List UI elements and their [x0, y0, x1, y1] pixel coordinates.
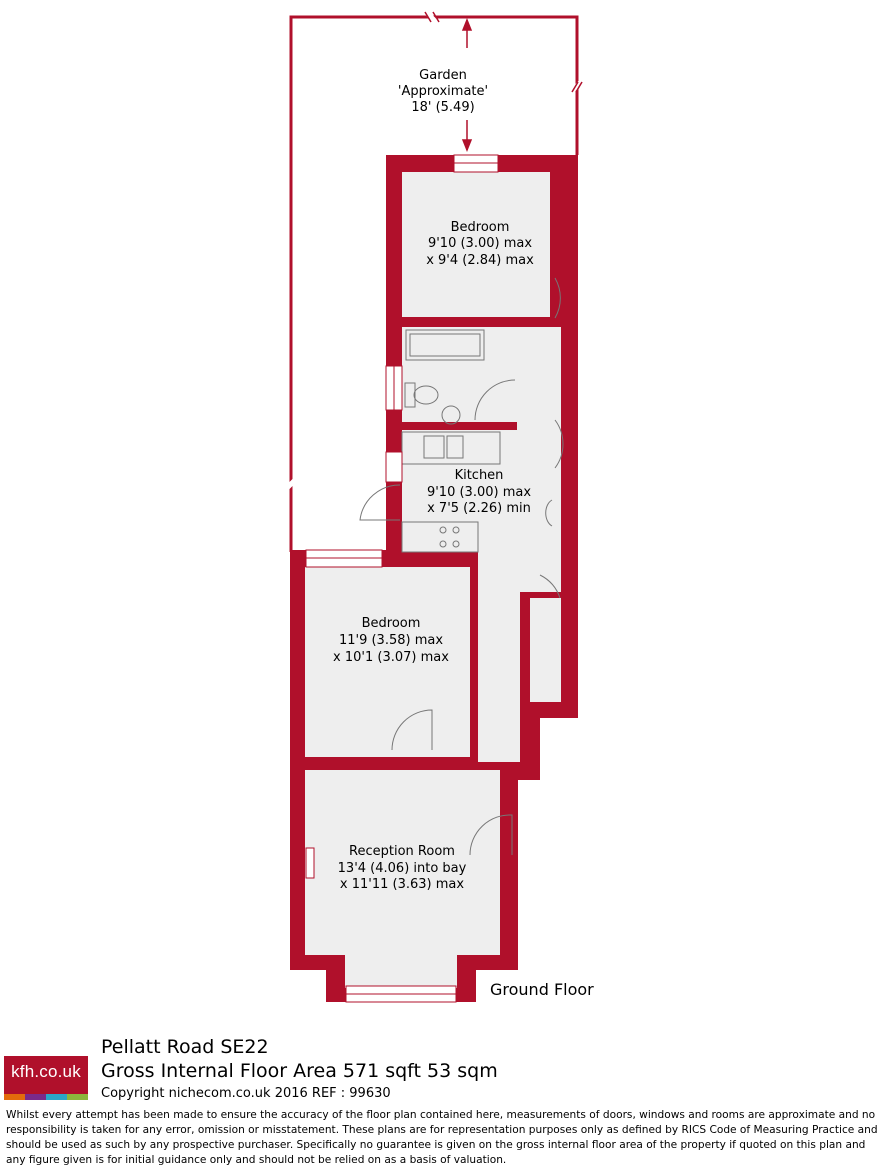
svg-text:13'4 (4.06) into bay: 13'4 (4.06) into bay: [338, 861, 467, 876]
svg-text:x 11'11 (3.63) max: x 11'11 (3.63) max: [340, 877, 464, 892]
basin-icon: [441, 405, 461, 425]
window: [385, 451, 403, 483]
svg-text:18' (5.49): 18' (5.49): [411, 100, 474, 115]
door-swing: [469, 814, 513, 856]
svg-text:9'10 (3.00) max: 9'10 (3.00) max: [427, 485, 531, 500]
toilet-icon: [404, 382, 416, 408]
door-swing: [554, 277, 561, 319]
bay-floor: [345, 950, 457, 988]
property-address: Pellatt Road SE22: [101, 1036, 269, 1058]
hob-icon: [401, 521, 479, 553]
bedroom-rear-floor: [402, 172, 550, 317]
svg-text:x 7'5 (2.26) min: x 7'5 (2.26) min: [427, 501, 531, 516]
floors: [305, 172, 561, 988]
cupboard-floor: [530, 598, 561, 702]
bedroom-middle-floor: [305, 567, 470, 757]
window: [305, 847, 315, 879]
logo-color-bar: [4, 1094, 88, 1100]
disclaimer: Whilst every attempt has been made to en…: [6, 1109, 878, 1166]
svg-text:11'9 (3.58) max: 11'9 (3.58) max: [339, 633, 443, 648]
reception-label: Reception Room 13'4 (4.06) into bay x 11…: [338, 844, 467, 892]
svg-text:x 10'1 (3.07) max: x 10'1 (3.07) max: [333, 650, 449, 665]
floor-plan: Garden 'Approximate' 18' (5.49) Bedroom …: [289, 11, 583, 1003]
sink-icon: [401, 431, 501, 465]
logo-text: kfh.co.uk: [11, 1062, 81, 1081]
bedroom-middle-label: Bedroom 11'9 (3.58) max x 10'1 (3.07) ma…: [333, 616, 449, 665]
floor-label: Ground Floor: [490, 980, 594, 999]
passage-floor: [478, 592, 520, 762]
svg-text:Garden: Garden: [419, 68, 467, 83]
door-swing: [359, 484, 401, 521]
garden-break-lines: [424, 11, 583, 93]
svg-text:Bedroom: Bedroom: [362, 616, 421, 631]
reception-floor: [305, 770, 500, 955]
svg-text:'Approximate': 'Approximate': [398, 84, 488, 99]
svg-text:Reception Room: Reception Room: [349, 844, 455, 859]
bath-icon: [405, 329, 485, 361]
kitchen-floor: [402, 430, 561, 552]
copyright-line: Copyright nichecom.co.uk 2016 REF : 9963…: [101, 1086, 391, 1101]
door-swing: [474, 379, 516, 421]
boiler-icon: [545, 499, 553, 527]
door-swing: [554, 419, 564, 469]
bathroom-floor: [402, 327, 517, 422]
svg-text:9'10 (3.00) max: 9'10 (3.00) max: [428, 236, 532, 251]
kitchen-lower-floor: [478, 552, 561, 592]
room-details: [359, 277, 564, 856]
garden-dimension-arrow: [461, 17, 473, 153]
door-swing: [539, 574, 561, 599]
gross-floor-area: Gross Internal Floor Area 571 sqft 53 sq…: [101, 1060, 498, 1082]
kfh-logo: kfh.co.uk: [4, 1056, 88, 1100]
kitchen-label: Kitchen 9'10 (3.00) max x 7'5 (2.26) min: [427, 468, 531, 516]
door-swing: [391, 709, 433, 751]
svg-text:Kitchen: Kitchen: [455, 468, 504, 483]
bedroom-rear-label: Bedroom 9'10 (3.00) max x 9'4 (2.84) max: [426, 220, 534, 268]
hallway-floor: [517, 327, 561, 432]
garden-label: Garden 'Approximate' 18' (5.49): [398, 68, 488, 115]
svg-text:x 9'4 (2.84) max: x 9'4 (2.84) max: [426, 253, 534, 268]
svg-text:Bedroom: Bedroom: [451, 220, 510, 235]
